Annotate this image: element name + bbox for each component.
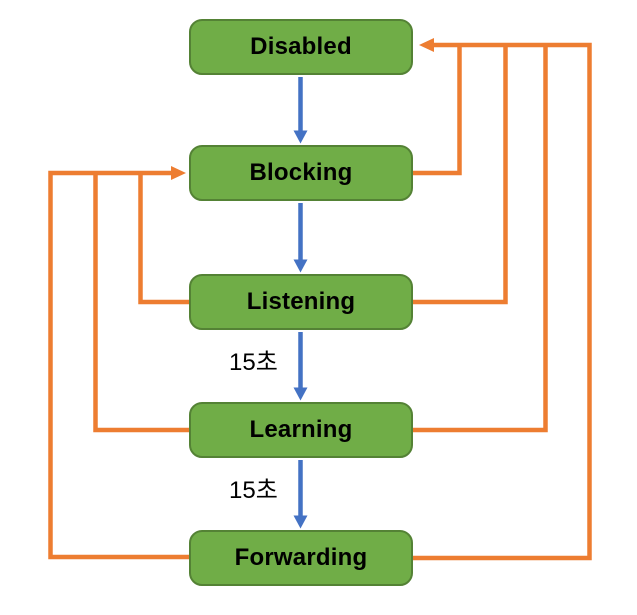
state-label-learning: Learning: [249, 416, 353, 443]
state-box-forwarding: Forwarding: [189, 530, 413, 586]
state-box-learning: Learning: [189, 402, 413, 458]
edge-learning-to-blocking: [93, 173, 189, 433]
edge-listening-to-disabled: [413, 45, 508, 305]
edge-blocking-to-disabled: [413, 45, 462, 176]
edge-forwarding-to-disabled: [413, 38, 592, 561]
state-box-blocking: Blocking: [189, 145, 413, 201]
state-box-disabled: Disabled: [189, 19, 413, 75]
edge-learning-to-disabled: [413, 45, 548, 433]
state-label-disabled: Disabled: [250, 33, 352, 60]
edge-forwarding-to-blocking: [48, 166, 189, 560]
timer-label-learning-to-forwarding: 15초: [229, 477, 278, 504]
state-label-blocking: Blocking: [249, 159, 353, 186]
edge-listening-to-blocking: [138, 173, 189, 305]
state-label-listening: Listening: [246, 288, 356, 315]
state-box-listening: Listening: [189, 274, 413, 330]
timer-label-listening-to-learning: 15초: [229, 349, 278, 376]
state-label-forwarding: Forwarding: [234, 544, 368, 571]
